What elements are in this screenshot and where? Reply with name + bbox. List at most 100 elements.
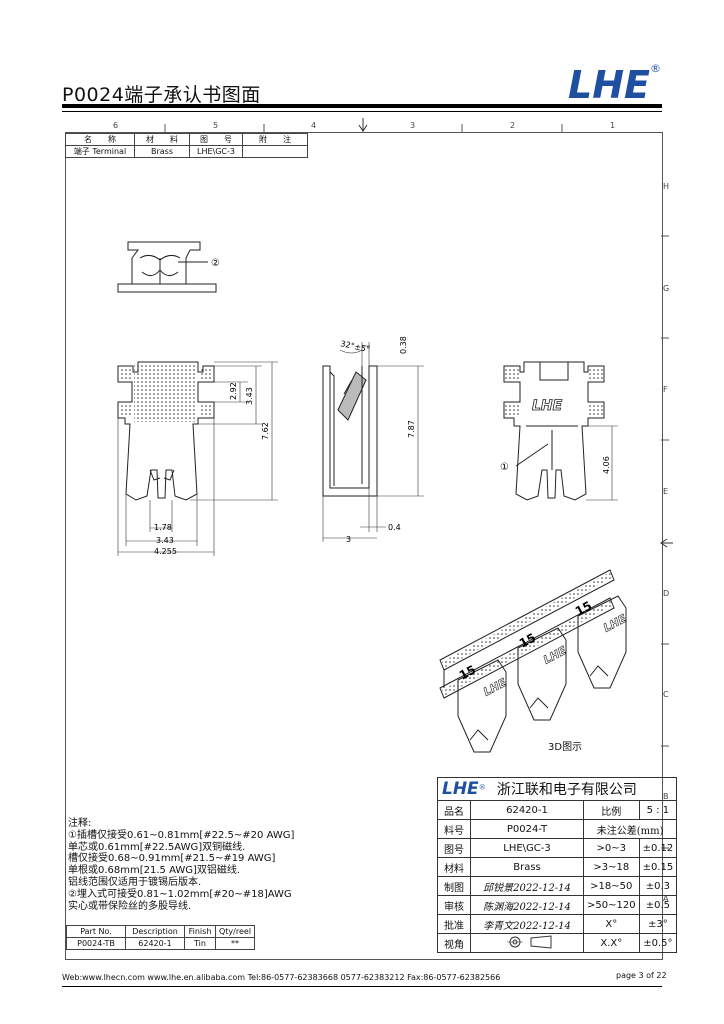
title-block-row: 图号 LHE\GC-3 >0~3 ±0.12 <box>437 838 678 858</box>
row-letter: H <box>663 182 670 191</box>
part-cell: ** <box>214 937 256 950</box>
title-block-registered: ® <box>478 783 486 792</box>
tb-value: LHE\GC-3 <box>470 838 584 858</box>
knurl-pattern <box>199 404 213 416</box>
title-block-row: 品名 62420-1 比例 5 : 1 <box>437 800 678 820</box>
tb-c4: 5 : 1 <box>638 800 678 820</box>
tb-c3: 比例 <box>583 800 640 820</box>
knurl-pattern <box>442 600 612 696</box>
tb-c4: ±3° <box>638 914 678 934</box>
dim-0-4: 0.4 <box>388 523 401 532</box>
footer-contact: Web:www.lhecn.com www.lhe.en.alibaba.com… <box>62 973 501 982</box>
column-number: 2 <box>510 121 516 130</box>
bom-cell <box>242 145 308 158</box>
part-logo-mark: LHE <box>481 676 508 699</box>
title-block-company: LHE® 浙江联和电子有限公司 <box>436 777 678 801</box>
title-block: LHE® 浙江联和电子有限公司 品名 62420-1 比例 5 : 1 料号 P… <box>436 777 678 953</box>
column-number: 3 <box>410 121 416 130</box>
part-cell: Tin <box>184 937 216 950</box>
dim-3: 3 <box>346 535 351 544</box>
header-rule <box>62 104 662 108</box>
part-logo-mark: LHE <box>601 612 628 635</box>
tb-c3: >0~3 <box>583 838 640 858</box>
tb-label: 视角 <box>437 933 471 953</box>
dim-7-87: 7.87 <box>407 420 416 438</box>
row-letter: F <box>663 385 668 394</box>
logo-text: LHE <box>568 63 650 104</box>
tb-label: 料号 <box>437 819 471 839</box>
footer-rule <box>62 986 662 987</box>
dim-1-78: 1.78 <box>154 523 172 532</box>
part-table: Part No. Description Finish Qty/reel P00… <box>66 925 256 950</box>
tb-label: 材料 <box>437 857 471 877</box>
tb-c3: >18~50 <box>583 876 640 896</box>
tb-c4: ±0.15 <box>638 857 678 877</box>
header-rule-thin <box>62 111 662 112</box>
note-line: ①插槽仅接受0.61~0.81mm[#22.5~#20 AWG] <box>68 829 295 841</box>
tb-c3: 未注公差(mm) <box>582 819 678 839</box>
notes: 注释: ①插槽仅接受0.61~0.81mm[#22.5~#20 AWG] 单芯或… <box>68 818 294 912</box>
note-line: 实心或带保险丝的多股导线. <box>68 900 192 912</box>
dim-0-38: 0.38 <box>399 336 408 354</box>
view-3d <box>439 569 615 699</box>
title-block-logo: LHE <box>442 779 479 799</box>
drawing-frame <box>65 132 663 960</box>
column-number: 1 <box>610 121 616 130</box>
part-header: Finish <box>184 925 216 938</box>
note-line: 槽仅接受0.68~0.91mm[#21.5~#19 AWG] <box>68 853 276 865</box>
dim-4-06: 4.06 <box>602 456 611 474</box>
lhe-logo: LHE ® <box>568 62 660 104</box>
part-header: Qty/reel <box>214 925 256 938</box>
bom-cell: 端子 Terminal <box>65 145 135 158</box>
center-arrow-right <box>660 538 673 548</box>
title-block-row: 制图 邱锐景2022-12-14 >18~50 ±0.3 <box>437 876 678 896</box>
knurl-pattern <box>119 404 133 416</box>
note-line: 单芯或0.61mm[#22.5AWG]双铜磁线. <box>68 841 246 853</box>
row-letter: C <box>663 690 669 699</box>
note-line: 注释: <box>68 818 92 829</box>
top-view <box>117 241 217 293</box>
knurl-pattern <box>505 405 519 415</box>
tb-label: 图号 <box>437 838 471 858</box>
title-block-row: 材料 Brass >3~18 ±0.15 <box>437 857 678 877</box>
note-line: 铝线范围仅适用于镀锡后版本. <box>68 876 202 888</box>
view-3d-label: 3D图示 <box>548 742 583 753</box>
row-letter: E <box>663 487 669 496</box>
callout-1: ① <box>500 462 509 473</box>
part-header: Part No. <box>66 925 126 938</box>
dim-3-43-vertical: 3.43 <box>245 387 254 405</box>
part-cell: P0024-TB <box>66 937 126 950</box>
dim-7-62: 7.62 <box>261 422 270 440</box>
side-dims <box>322 342 424 542</box>
page-number: page 3 of 22 <box>616 971 667 980</box>
title-block-row: 料号 P0024-T 未注公差(mm) <box>437 819 678 839</box>
knurl-pattern <box>199 368 213 380</box>
bom-row: 端子 Terminal Brass LHE\GC-3 <box>65 145 308 158</box>
side-view <box>322 365 378 497</box>
dim-4-255: 4.255 <box>154 547 177 556</box>
part-mark: 15 <box>457 662 478 682</box>
tb-c4: ±0.12 <box>638 838 678 858</box>
column-number: 5 <box>213 121 219 130</box>
tb-c3: >3~18 <box>583 857 640 877</box>
tb-value: Brass <box>470 857 584 877</box>
tb-label: 制图 <box>437 876 471 896</box>
part-header-row: Part No. Description Finish Qty/reel <box>66 925 256 938</box>
center-arrow-top <box>358 118 368 132</box>
tb-label: 品名 <box>437 800 471 820</box>
page-title: P0024端子承认书图面 <box>62 84 261 106</box>
tb-c4: ±0.5 <box>638 895 678 915</box>
front-dims <box>117 361 278 556</box>
tb-c3: X° <box>583 914 640 934</box>
column-number: 6 <box>113 121 119 130</box>
knurl-pattern <box>134 364 196 422</box>
part-header: Description <box>125 925 185 938</box>
part-logo-mark: LHE <box>541 644 568 667</box>
note-line: 单根或0.68mm[21.5 AWG]双铝磁线. <box>68 865 241 877</box>
bom-cell: LHE\GC-3 <box>189 145 243 158</box>
tb-c3: X.X° <box>583 933 640 953</box>
tb-c4: ±0.5° <box>638 933 678 953</box>
row-letter: D <box>663 589 670 598</box>
projection-icon <box>507 934 552 949</box>
